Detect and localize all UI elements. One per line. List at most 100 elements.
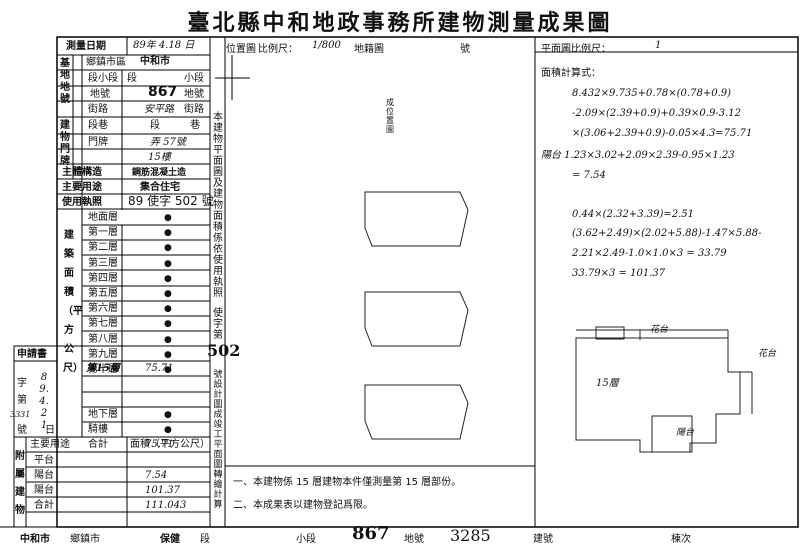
plan-502: 502 bbox=[207, 341, 241, 360]
total-label: 合計 bbox=[88, 439, 108, 450]
footer-building-no: 3285 bbox=[450, 526, 491, 545]
floor-dot: ● bbox=[164, 258, 172, 269]
structure-stamp: 鋼筋混凝土造 bbox=[132, 168, 187, 178]
floor-dot: ● bbox=[164, 319, 172, 330]
floor-label: 地面層 bbox=[88, 212, 118, 223]
note-2: 二、本成果表以建物登記爲限。 bbox=[233, 500, 373, 511]
calc-line: 2.21×2.49-1.0×1.0×3 = 33.79 bbox=[572, 248, 727, 259]
street-suffix: 街路 bbox=[184, 104, 204, 115]
footer-town-label: 鄉鎮市 bbox=[70, 534, 100, 545]
floor-label: 第三層 bbox=[88, 257, 118, 269]
calc-line: -2.09×(2.39+0.9)+0.39×0.9-3.12 bbox=[572, 108, 741, 119]
app-zi: 字 bbox=[17, 378, 27, 389]
floorplan-shape-3 bbox=[364, 384, 469, 440]
calc-line: = 7.54 bbox=[572, 170, 606, 181]
floor-label: 第二層 bbox=[88, 242, 118, 254]
scale-value: 1/800 bbox=[312, 40, 341, 51]
legend-vertical: 成位置圖 bbox=[386, 98, 394, 134]
calc-line: 33.79×3 = 101.37 bbox=[572, 268, 666, 279]
floor-label: 第五層 bbox=[88, 288, 118, 299]
calc-line: 陽台 1.23×3.02+2.09×2.39-0.95×1.23 bbox=[541, 150, 735, 161]
footer-copy-label: 棟次 bbox=[671, 534, 691, 545]
attached-item-label: 陽台 bbox=[34, 485, 54, 496]
address-label: 建物門牌 bbox=[60, 120, 70, 167]
attached-item-value: 7.54 bbox=[145, 470, 168, 481]
floor-label: 第七層 bbox=[88, 318, 118, 330]
scale-label: 比例尺： bbox=[258, 44, 298, 55]
area-calc-label: 面積計算式： bbox=[541, 68, 601, 79]
floorplan-scale-label: 平面圖比例尺： bbox=[541, 44, 611, 55]
plan-note-vertical-2: 使字第 bbox=[213, 308, 223, 341]
floor-label: 第八層 bbox=[88, 333, 118, 345]
area-vertical-label: 建築面積（平方公尺） bbox=[63, 230, 83, 374]
use-label: 主要用途 bbox=[62, 182, 102, 193]
door-value: 弄 57號 bbox=[150, 137, 186, 148]
section-b: 小段 bbox=[184, 73, 204, 84]
calc-line: ×(3.06+2.39+0.9)-0.05×4.3=75.71 bbox=[572, 128, 753, 139]
section-label: 段小段 bbox=[88, 73, 118, 84]
floor-label: 第四層 bbox=[88, 272, 118, 284]
floor-dot: ● bbox=[164, 243, 172, 254]
floorplan-scale-value: 1 bbox=[655, 40, 662, 51]
section-a: 段 bbox=[127, 73, 137, 84]
applicant-label: 申請書 bbox=[17, 349, 47, 360]
lot-value: 867 bbox=[148, 84, 178, 100]
app-di: 第 bbox=[17, 395, 27, 406]
lot-label: 地號 bbox=[90, 89, 110, 100]
lane-label: 段巷 bbox=[88, 120, 108, 131]
lane-b: 巷 bbox=[190, 120, 200, 131]
town-label: 鄉鎮市區 bbox=[86, 57, 126, 68]
floor-dot: ● bbox=[164, 289, 172, 299]
floorplan-shape-2 bbox=[364, 291, 469, 347]
app-handwritten: 89.4.21 bbox=[39, 372, 49, 431]
land-map-label: 地籍圖 bbox=[354, 44, 384, 55]
calc-line: 0.44×(2.32+3.39)=2.51 bbox=[572, 209, 695, 220]
plan-position-label: 位置圖 bbox=[226, 44, 256, 55]
floor-dot: ● bbox=[164, 228, 172, 239]
floor-label: 第一層 bbox=[88, 227, 118, 239]
street-label: 街路 bbox=[88, 104, 108, 115]
survey-date-label: 測量日期 bbox=[66, 41, 106, 52]
calc-line: 8.432×9.735+0.78×(0.78+0.9) bbox=[572, 88, 732, 99]
plan-note-vertical-3: 號設計圖成竣工平面圖轉繪計算 bbox=[213, 370, 223, 510]
arcade-label: 騎樓 bbox=[88, 424, 108, 435]
footer-sub-label: 小段 bbox=[296, 534, 316, 545]
balcony-label: 陽台 bbox=[676, 428, 695, 438]
floor-label: 第九層 bbox=[88, 348, 118, 360]
attached-item-value: 101.37 bbox=[145, 485, 180, 496]
footer-lot: 867 bbox=[352, 523, 390, 544]
footer-section-label: 段 bbox=[200, 534, 210, 545]
calc-line: (3.62+2.49)×(2.02+5.88)-1.47×5.88- bbox=[572, 228, 762, 239]
garden-label-1: 花台 bbox=[650, 325, 669, 335]
app-hao: 號 bbox=[17, 425, 27, 436]
app-date: 日 bbox=[45, 425, 55, 436]
floor-dot: ● bbox=[164, 410, 172, 420]
attached-item-label: 陽台 bbox=[34, 470, 54, 481]
attached-use-label: 主要用途 bbox=[30, 439, 70, 450]
street-value: 安平路 bbox=[144, 104, 174, 115]
floor-dot: ● bbox=[164, 334, 172, 345]
floor-label: 第六層 bbox=[88, 303, 118, 315]
license-label: 使用執照 bbox=[62, 197, 102, 208]
attached-item-label: 合計 bbox=[34, 500, 54, 511]
door-label: 門牌 bbox=[88, 137, 108, 148]
license-value: 89 使字 502 號 bbox=[128, 194, 214, 208]
town-stamp: 中和市 bbox=[140, 56, 170, 67]
basement-label: 地下層 bbox=[88, 409, 118, 420]
floor-value: 15樓 bbox=[148, 152, 171, 163]
app-number: 3331 bbox=[10, 410, 31, 419]
floorplan-label: 15層 bbox=[596, 378, 619, 389]
lane-a: 段 bbox=[150, 120, 160, 131]
land-hao-label: 號 bbox=[460, 44, 470, 55]
floor-dot: ● bbox=[164, 273, 172, 284]
floor-15-label: 第15層 bbox=[86, 363, 120, 374]
floor-dot: ● bbox=[164, 425, 172, 435]
attached-area-label: 面積（平方公尺） bbox=[130, 439, 210, 450]
floorplan-shape-1 bbox=[364, 191, 469, 247]
lot-suffix: 地號 bbox=[184, 89, 204, 100]
base-lot-label: 基地地號 bbox=[60, 58, 70, 105]
floor-label: 第十層 bbox=[88, 364, 118, 375]
footer-town: 中和市 bbox=[20, 534, 50, 545]
garden-label-2: 花台 bbox=[758, 349, 777, 359]
